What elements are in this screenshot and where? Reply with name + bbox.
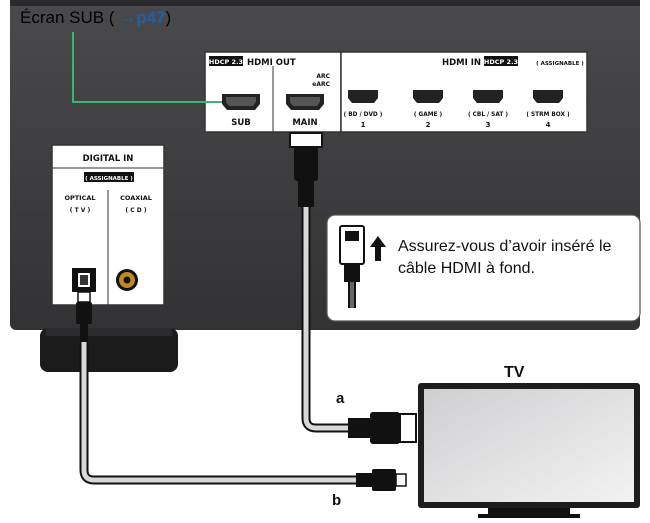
receiver-foot (40, 328, 178, 372)
callout-suffix: ) (165, 8, 172, 27)
note-box (326, 214, 641, 322)
coaxial-sublabel: ( C D ) (125, 207, 146, 214)
digital-in-title: DIGITAL IN (83, 154, 134, 164)
hdmi-out-section (204, 51, 342, 133)
tv-illustration (418, 383, 640, 518)
hdmi-in-port-3-name: ( CBL / SAT ) (468, 112, 508, 118)
hdmi-in-port-3 (473, 90, 503, 103)
coaxial-label: COAXIAL (120, 194, 152, 202)
optical-sublabel: ( T V ) (70, 207, 91, 214)
hdmi-cable-a (289, 132, 417, 444)
hdmi-in-assignable: ( ASSIGNABLE ) (536, 61, 584, 67)
arrow-up-icon (370, 236, 386, 261)
hdmi-in-port-2-num: 2 (426, 121, 431, 129)
hdmi-in-port-4 (533, 90, 563, 103)
hdmi-in-port-4-num: 4 (546, 121, 551, 129)
sub-callout-line (72, 32, 222, 103)
hdmi-in-port-1 (348, 90, 378, 103)
hdmi-port-main (286, 94, 324, 110)
panel-labels: HDCP 2.3 HDMI OUT ARC eARC SUB MAIN HDMI… (64, 58, 584, 214)
hdmi-plug-icon (339, 225, 365, 308)
sub-port-label: SUB (231, 118, 251, 128)
tv-label: TV (504, 364, 525, 381)
hdmi-in-port-2 (413, 90, 443, 103)
hdmi-in-port-4-name: ( STRM BOX ) (526, 112, 570, 118)
hdmi-in-port-1-num: 1 (361, 121, 366, 129)
hdmi-port-sub (222, 94, 260, 110)
coaxial-port (116, 269, 138, 291)
page-ref-link[interactable]: →p47 (119, 8, 166, 27)
arc-label-2: eARC (312, 81, 330, 88)
hdmi-in-port-3-num: 3 (486, 121, 491, 129)
hdmi-in-title: HDMI IN (442, 58, 481, 68)
hdmi-in-badge: HDCP 2.3 (484, 58, 518, 66)
main-port-label: MAIN (292, 118, 317, 128)
note-text: Assurez-vous d’avoir inséré le câble HDM… (398, 238, 612, 277)
optical-cable-b (76, 291, 407, 491)
hdmi-in-port-2-name: ( GAME ) (414, 112, 443, 118)
hdmi-in-port-1-name: ( BD / DVD ) (344, 112, 383, 118)
digital-in-assignable: ( ASSIGNABLE ) (85, 176, 133, 182)
cable-b-label: b (332, 492, 342, 509)
cable-a-label: a (336, 390, 345, 407)
hdmi-in-section (340, 51, 588, 133)
hdmi-out-title: HDMI OUT (247, 58, 296, 68)
callout-prefix: Écran SUB ( (20, 8, 120, 27)
arc-label-1: ARC (316, 73, 330, 80)
optical-port (72, 268, 96, 292)
sub-screen-callout: Écran SUB ( →p47) (20, 8, 171, 28)
digital-in-section (51, 144, 165, 306)
hdmi-out-badge: HDCP 2.3 (209, 58, 243, 66)
optical-label: OPTICAL (64, 194, 95, 202)
